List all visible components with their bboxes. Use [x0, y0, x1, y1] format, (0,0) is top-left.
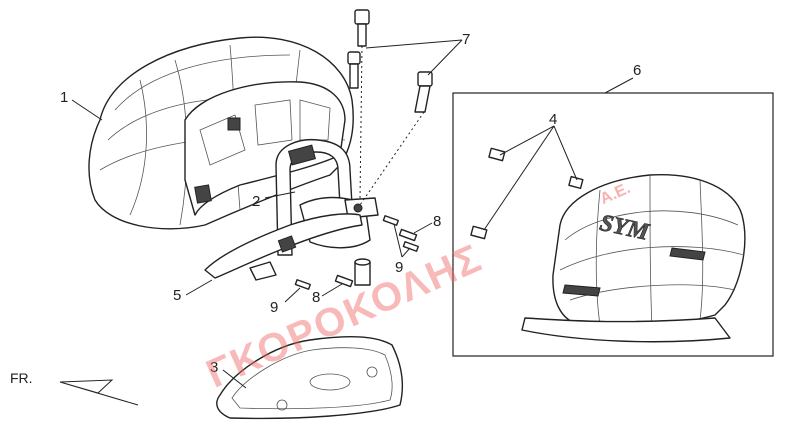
screw-8-left-part [334, 274, 354, 288]
callout-8-left: 8 [312, 289, 320, 306]
callout-9-right: 9 [395, 259, 403, 276]
screw-9-left-part [294, 279, 311, 290]
callout-4: 4 [549, 111, 557, 128]
callout-3: 3 [210, 359, 218, 376]
bolt-top-part [354, 9, 370, 47]
mounting-plate-part [204, 213, 363, 281]
callout-1: 1 [60, 89, 68, 106]
assembled-backrest-part: SYM [521, 173, 746, 343]
direction-arrow: FR. [10, 370, 139, 406]
clip-right-part [568, 175, 584, 190]
direction-label: FR. [10, 370, 33, 386]
spacer-tube-part [354, 258, 371, 286]
callout-6: 6 [633, 62, 641, 79]
screw-9-right-part [382, 215, 419, 252]
callout-8-right: 8 [433, 213, 441, 230]
leader-lines [71, 39, 634, 389]
callout-2: 2 [252, 193, 260, 210]
callout-9-left: 9 [270, 299, 278, 316]
gasket-part [216, 336, 404, 420]
clip-left-part [470, 225, 488, 240]
clip-top-part [488, 147, 506, 162]
backrest-pad-part [88, 36, 354, 230]
callout-7: 7 [462, 31, 470, 48]
callout-5: 5 [173, 287, 181, 304]
bolt-left-part [347, 51, 361, 89]
assembled-view-box [452, 92, 774, 357]
bolt-right-part [414, 71, 433, 113]
screw-8-right-part [398, 228, 418, 242]
